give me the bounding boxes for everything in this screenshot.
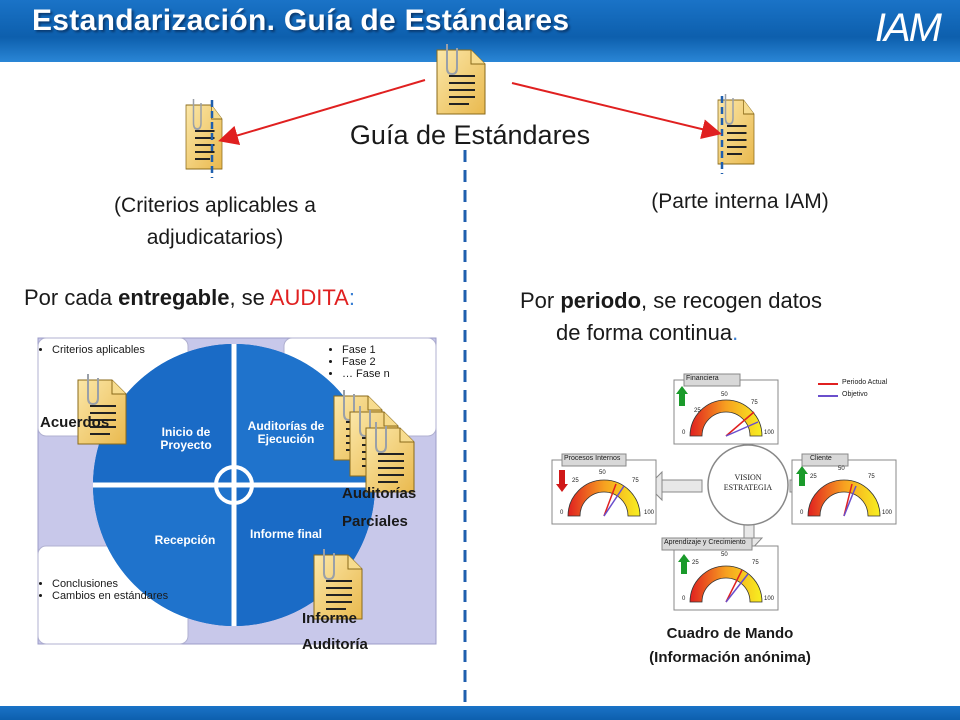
page-title: Estandarización. Guía de Estándares [32, 4, 570, 37]
legend-periodo: Periodo Actual [842, 379, 888, 386]
header-bar: Estandarización. Guía de Estándares IAM [0, 0, 960, 62]
tick-label: 100 [644, 510, 655, 516]
tick-label: 75 [751, 400, 758, 406]
panel-label-aprendizaje: Aprendizaje y Crecimiento [664, 539, 746, 546]
panel-financiera [673, 373, 779, 445]
tick-label: 100 [764, 596, 775, 602]
tick-label: 50 [838, 466, 845, 472]
tick-label: 75 [752, 560, 759, 566]
panel-label-financiera: Financiera [686, 375, 719, 382]
panel-label-cliente: Cliente [810, 455, 832, 462]
tick-label: 75 [868, 474, 875, 480]
footer-bar [0, 706, 960, 720]
box-bottom-left-list: Conclusiones Cambios en estándares [42, 578, 182, 602]
list-item: … Fase n [342, 368, 390, 380]
tick-label: 0 [682, 430, 686, 436]
arrow-left [218, 79, 426, 146]
tick-label: 100 [882, 510, 893, 516]
panel-aprendizaje [661, 537, 779, 611]
left-subtitle-line1: (Criterios aplicables a [114, 194, 316, 217]
quadrant-informe-final: Informe final [250, 527, 323, 541]
tick-label: 25 [694, 408, 701, 414]
tick-label: 100 [764, 430, 775, 436]
box-top-left-list: Criterios aplicables [42, 344, 145, 356]
right-subtitle: (Parte interna IAM) [651, 190, 829, 213]
left-statement: Por cada entregable, se AUDITA: [24, 285, 355, 310]
panel-cliente [791, 453, 897, 525]
quadrant-recepcion: Recepción [154, 533, 216, 547]
box-top-right-list: Fase 1 Fase 2 … Fase n [332, 344, 390, 380]
tick-label: 25 [572, 478, 579, 484]
center-doc-icon [436, 43, 486, 115]
right-doc-icon [717, 93, 755, 165]
quadrant-inicio: Inicio de Proyecto [160, 425, 212, 452]
tick-label: 0 [800, 510, 804, 516]
left-doc-icon [185, 98, 223, 170]
tick-label: 25 [692, 560, 699, 566]
informe-auditoria-label: Informe Auditoría [302, 610, 368, 653]
list-item: Fase 2 [342, 356, 390, 368]
tick-label: 75 [632, 478, 639, 484]
panel-procesos [551, 453, 657, 525]
tick-label: 0 [682, 596, 686, 602]
legend-objetivo: Objetivo [842, 391, 868, 398]
tick-label: 50 [599, 470, 606, 476]
panel-label-procesos: Procesos Internos [564, 455, 621, 462]
dashboard-caption: Cuadro de Mando (Información anónima) [649, 625, 811, 666]
vision-strategy-label: VISION ESTRATEGIA [723, 473, 773, 492]
auditorias-parciales-label: Auditorías Parciales [342, 485, 417, 530]
guide-title: Guía de Estándares [349, 120, 591, 150]
tick-label: 0 [560, 510, 564, 516]
arrow-right [511, 82, 722, 139]
tick-label: 50 [721, 392, 728, 398]
iam-logo: IAM [874, 6, 942, 50]
list-item: Conclusiones [52, 578, 182, 590]
left-subtitle-line2: adjudicatarios) [146, 226, 284, 249]
list-item: Fase 1 [342, 344, 390, 356]
left-subtitle: (Criterios aplicables a adjudicatarios) [40, 190, 390, 254]
acuerdos-label: Acuerdos [40, 414, 110, 431]
list-item: Cambios en estándares [52, 590, 182, 602]
list-item: Criterios aplicables [52, 344, 145, 356]
dashboard [551, 373, 897, 611]
tick-label: 25 [810, 474, 817, 480]
tick-label: 50 [721, 552, 728, 558]
quadrant-auditorias: Auditorías de Ejecución [247, 419, 325, 446]
